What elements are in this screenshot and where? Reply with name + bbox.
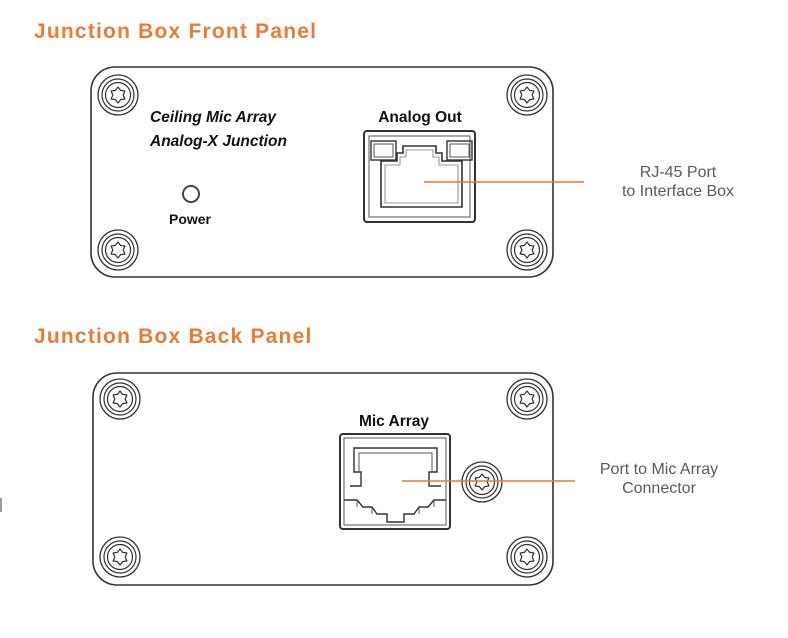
device-label-line1: Ceiling Mic Array	[150, 109, 277, 126]
back-port-callout: Port to Mic Array Connector	[576, 460, 742, 498]
mic-array-label: Mic Array	[359, 413, 429, 430]
back-panel-title: Junction Box Back Panel	[34, 325, 313, 348]
front-panel-title: Junction Box Front Panel	[34, 20, 318, 43]
mic-array-port-icon	[339, 433, 451, 530]
callout-line2: to Interface Box	[621, 183, 735, 200]
power-led-icon	[182, 185, 200, 203]
rj45-port-icon	[363, 130, 476, 223]
screw-icon	[97, 229, 139, 271]
analog-out-label: Analog Out	[378, 109, 462, 126]
screw-icon	[506, 74, 548, 116]
screw-icon	[99, 536, 141, 578]
callout-line1: Port to Mic Array	[599, 461, 719, 478]
screw-icon	[506, 378, 548, 420]
front-panel-body	[90, 66, 554, 278]
edge-mark	[0, 498, 2, 512]
power-led-label: Power	[169, 211, 212, 227]
screw-icon	[99, 378, 141, 420]
screw-icon	[97, 74, 139, 116]
callout-line1: RJ-45 Port	[639, 164, 717, 181]
back-panel: Mic Array	[92, 372, 575, 586]
front-panel: Ceiling Mic Array Analog-X Junction Powe…	[90, 66, 584, 278]
port-lock-screw-icon	[461, 461, 503, 503]
screw-icon	[506, 229, 548, 271]
device-label-line2: Analog-X Junction	[149, 133, 287, 150]
back-panel-body	[92, 372, 554, 586]
screw-icon	[506, 536, 548, 578]
front-port-callout: RJ-45 Port to Interface Box	[596, 163, 760, 201]
callout-line2: Connector	[622, 480, 696, 497]
